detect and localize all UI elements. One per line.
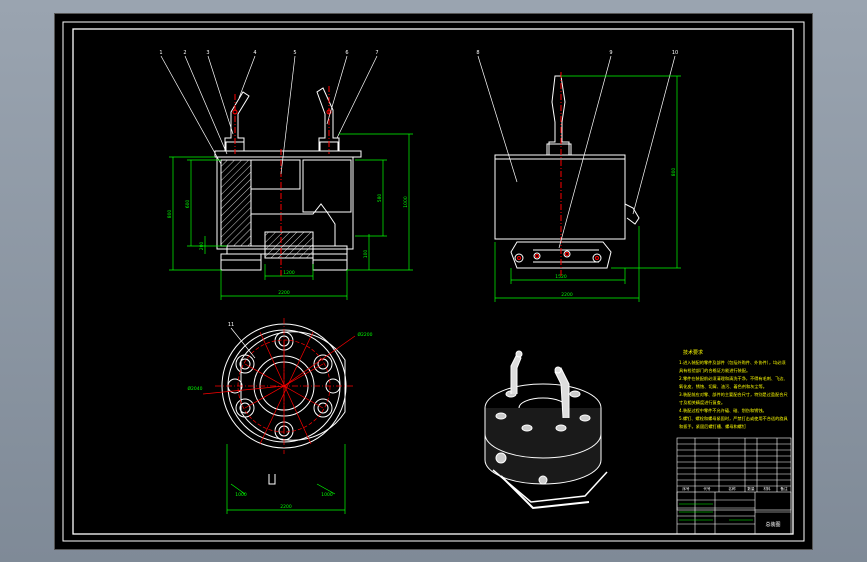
front-top-plate <box>214 150 362 158</box>
dim-left-inner: 600 <box>185 200 191 209</box>
title-drawing-name: 总装图 <box>765 521 780 528</box>
bom-header-material: 材料 <box>763 486 771 491</box>
side-view <box>494 72 640 276</box>
note-line-8: 5.螺钉、螺栓和螺母紧固时，严禁打击或使用不合适的旋具 <box>679 415 788 422</box>
front-balloons: 1 2 3 4 5 6 7 <box>159 50 378 56</box>
balloon-9: 9 <box>609 50 612 56</box>
front-dimensions <box>169 133 413 300</box>
outer-frame <box>62 21 805 542</box>
dim-right-inner: 580 <box>377 194 383 203</box>
note-line-2: 具有检验部门的合格证方能进行装配。 <box>679 367 750 374</box>
dim-top-diameter-right: Ø2200 <box>358 331 373 338</box>
balloon-2: 2 <box>183 50 186 56</box>
notes-title: 技术要求 <box>683 349 703 356</box>
front-track-left <box>220 253 262 271</box>
front-right-arm <box>316 87 340 151</box>
note-line-7: 4.装配过程中零件不允许磕、碰、划伤和锈蚀。 <box>679 407 767 414</box>
front-left-arm <box>224 91 250 151</box>
balloon-1: 1 <box>159 50 162 56</box>
balloon-4: 4 <box>253 50 256 56</box>
note-line-6: 寸及相关精度进行复查。 <box>679 399 725 406</box>
bom-header-no: 序号 <box>682 486 690 491</box>
top-dimensions <box>226 444 346 514</box>
balloon-3: 3 <box>206 50 209 56</box>
front-track-right <box>312 253 348 271</box>
note-line-1: 1.进入装配的零件及部件（包括外购件、外协件），均必须 <box>679 359 786 366</box>
top-view <box>202 318 356 485</box>
balloon-5: 5 <box>293 50 296 56</box>
dim-right-overall: 1000 <box>403 196 409 208</box>
note-line-5: 3.装配前应对零、部件的主要配合尺寸，特别是过盈配合尺 <box>679 391 788 398</box>
dim-top-center-left: 1000 <box>235 492 247 498</box>
technical-notes: 技术要求 1.进入装配的零件及部件（包括外购件、外协件），均必须 具有检验部门的… <box>679 349 788 430</box>
side-boom <box>548 75 570 155</box>
balloon-10: 10 <box>672 50 678 56</box>
top-leaders <box>230 327 256 359</box>
isometric-view <box>484 350 608 510</box>
side-body <box>494 158 626 240</box>
bom-header-remark: 备注 <box>780 486 788 491</box>
bom-table <box>676 437 792 511</box>
side-track <box>510 241 612 269</box>
dim-side-inner: 1520 <box>555 274 567 280</box>
bom-header-qty: 数量 <box>747 486 755 491</box>
dim-left-small: 200 <box>199 242 205 251</box>
dim-top-bottom-width: 2200 <box>280 504 292 510</box>
dim-top-center-right: 1000 <box>321 492 333 498</box>
bom-header-code: 代号 <box>703 486 711 491</box>
front-view <box>214 86 362 276</box>
bom-header: 序号 代号 名称 数量 材料 备注 <box>682 486 788 491</box>
side-balloons: 8 9 10 <box>476 50 678 56</box>
note-line-4: 氧化皮、锈蚀、切屑、油污、着色剂和灰尘等。 <box>679 383 767 390</box>
front-inner-profile <box>251 159 301 190</box>
side-dimensions <box>494 75 681 302</box>
side-dim-text: 800 1520 2200 <box>555 168 677 298</box>
note-line-9: 和扳手。紧固后螺钉槽、螺母和螺钉 <box>679 423 747 430</box>
dim-side-overall: 2200 <box>561 292 573 298</box>
side-handle <box>624 203 640 225</box>
dim-side-height: 800 <box>671 168 677 177</box>
cad-viewport[interactable]: 1 2 3 4 5 6 7 800 600 200 580 1000 1 <box>54 13 813 550</box>
bom-header-name: 名称 <box>728 486 736 491</box>
dim-right-small: 100 <box>363 250 369 259</box>
title-block <box>676 491 792 535</box>
front-base-hub-section <box>264 231 314 259</box>
top-outline <box>240 331 346 441</box>
dim-left-overall: 800 <box>167 210 173 219</box>
front-leaders <box>160 55 378 175</box>
balloon-8: 8 <box>476 50 479 56</box>
dim-bottom-overall: 2200 <box>278 290 290 296</box>
side-leaders <box>477 55 676 249</box>
dim-bottom-inner: 1200 <box>283 270 295 276</box>
note-line-3: 2.零件在装配前必须清理和清洗干净，不得有毛刺、飞边、 <box>679 375 788 382</box>
balloon-6: 6 <box>345 50 348 56</box>
inner-frame <box>72 28 794 535</box>
balloon-7: 7 <box>375 50 378 56</box>
front-dim-text: 800 600 200 580 1000 100 1200 2200 <box>167 194 409 296</box>
front-right-cavity <box>302 159 352 213</box>
cad-drawing: 1 2 3 4 5 6 7 800 600 200 580 1000 1 <box>62 21 805 542</box>
top-dim-text: Ø2040 Ø2200 2200 1000 1000 <box>188 331 373 510</box>
dim-top-diameter-left: Ø2040 <box>188 385 203 392</box>
front-inner-slot <box>251 203 336 246</box>
front-left-wall-section <box>220 159 252 247</box>
balloon-11: 11 <box>228 322 234 328</box>
